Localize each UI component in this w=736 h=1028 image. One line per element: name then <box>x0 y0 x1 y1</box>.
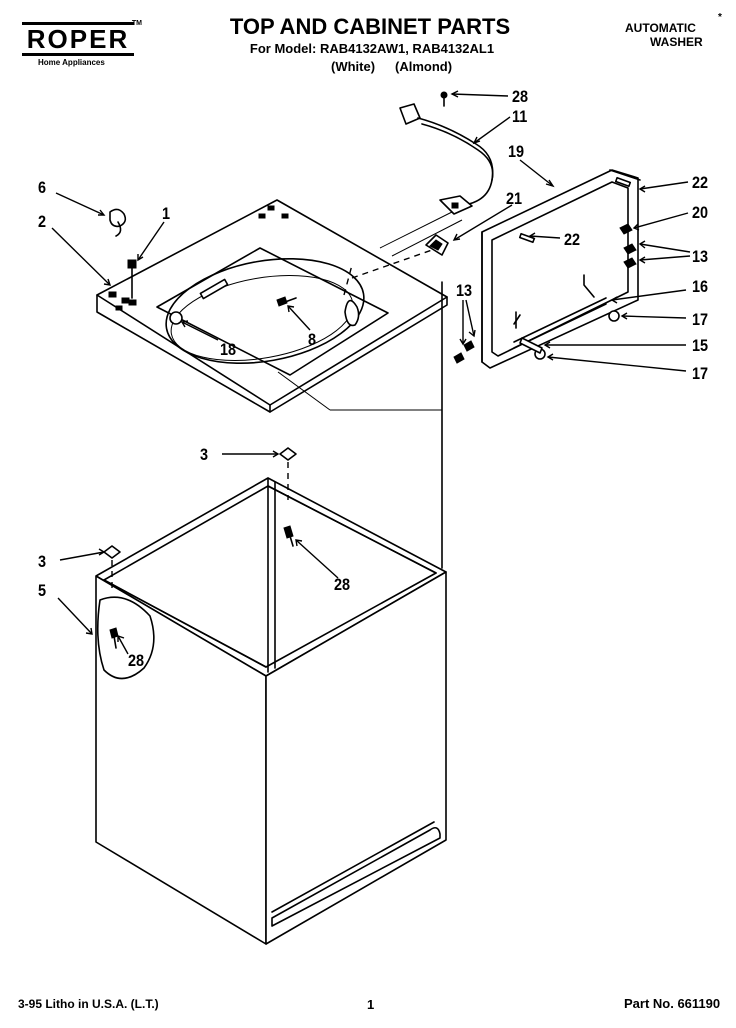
color-white-label: (White) <box>331 59 376 74</box>
lid-switch-21-graphic <box>425 234 449 256</box>
callout-leaders <box>51 90 691 655</box>
wire-harness-graphic <box>399 91 494 215</box>
callout-20: 20 <box>692 203 709 222</box>
callout-18: 18 <box>220 340 237 359</box>
lid-assembly <box>481 169 641 369</box>
callout-21: 21 <box>506 189 523 208</box>
brand-tagline: Home Appliances <box>38 58 105 67</box>
callout-3-upper: 3 <box>200 445 209 464</box>
callout-11: 11 <box>512 107 528 126</box>
washer-top-panel <box>96 199 448 413</box>
callout-5: 5 <box>38 581 47 600</box>
cabinet <box>95 477 447 945</box>
hinge-parts-graphic <box>109 208 137 306</box>
callout-28-middle: 28 <box>334 575 351 594</box>
asterisk-mark: * <box>718 12 722 23</box>
callout-6: 6 <box>38 178 47 197</box>
part-number: Part No. 661190 <box>624 996 721 1011</box>
lid-hardware-graphic <box>453 223 637 364</box>
page-title: TOP AND CABINET PARTS <box>229 14 511 39</box>
callout-16: 16 <box>692 277 709 296</box>
callout-15: 15 <box>692 336 709 355</box>
callout-22-upper: 22 <box>692 173 709 192</box>
callout-2: 2 <box>38 212 47 231</box>
callout-17-upper: 17 <box>692 310 709 329</box>
page-number: 1 <box>367 997 375 1012</box>
color-almond-label: (Almond) <box>395 59 453 74</box>
callout-8: 8 <box>308 330 317 349</box>
callout-17-lower: 17 <box>692 364 709 383</box>
callout-19: 19 <box>508 142 525 161</box>
brand-name: ROPER <box>22 22 134 56</box>
callout-13-right: 13 <box>692 247 709 266</box>
callout-22-lower: 22 <box>564 230 581 249</box>
screw-8-graphic <box>276 296 297 307</box>
callout-1: 1 <box>162 204 171 223</box>
clips-3-graphic <box>103 447 297 590</box>
callout-28-lower: 28 <box>128 651 145 670</box>
callout-28-top: 28 <box>512 87 529 106</box>
callout-13-left: 13 <box>456 281 473 300</box>
litho-note: 3-95 Litho in U.S.A. (L.T.) <box>18 997 159 1011</box>
product-type-line2: WASHER <box>650 35 703 49</box>
brand-trademark: TM <box>131 20 142 27</box>
brand-logo: ROPER TM Home Appliances <box>22 20 142 67</box>
model-line: For Model: RAB4132AW1, RAB4132AL1 <box>249 41 495 56</box>
product-type-line1: AUTOMATIC <box>625 21 696 35</box>
callout-3-lower: 3 <box>38 552 47 571</box>
